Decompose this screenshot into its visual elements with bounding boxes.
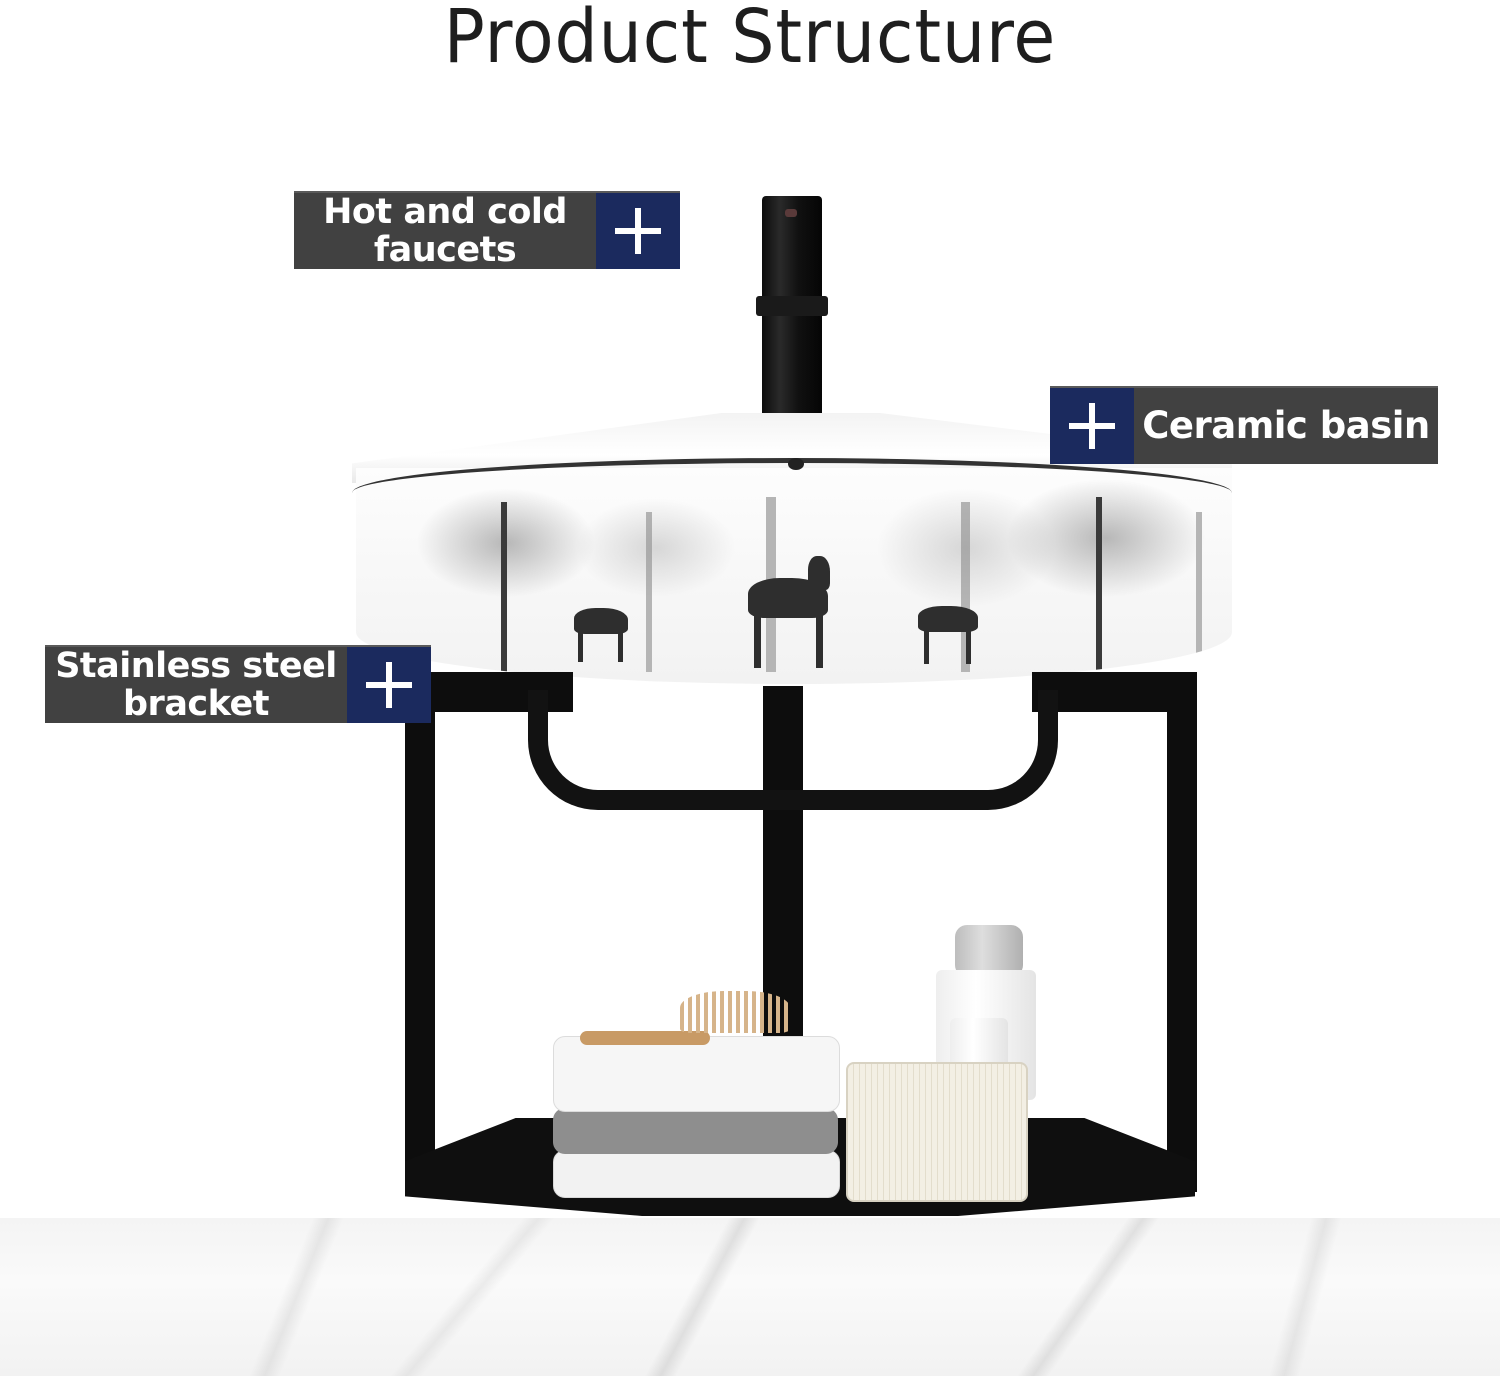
tree-icon: [1096, 497, 1102, 672]
deer-small-right: [918, 606, 978, 632]
callout-label-line1: Hot and cold: [323, 192, 567, 232]
deer-leg: [618, 628, 623, 662]
towel-gray: [553, 1108, 838, 1154]
callout-label: Hot and cold faucets: [294, 193, 596, 269]
towel-white-bottom: [553, 1150, 840, 1198]
tree-icon: [646, 512, 652, 672]
callout-label-line2: faucets: [373, 230, 517, 270]
storage-bin: [846, 1062, 1028, 1202]
tree-branches: [416, 488, 596, 598]
basin-front-pattern: [356, 468, 1232, 684]
deer-leg: [924, 628, 929, 664]
faucet-handle: [756, 296, 828, 316]
marble-floor: [0, 1218, 1500, 1376]
callout-label-line2: bracket: [123, 684, 270, 724]
hairbrush: [580, 991, 795, 1051]
tree-branches: [576, 498, 736, 598]
towel-rail: [528, 690, 1058, 810]
bracket-leg-left: [405, 672, 435, 1192]
deer-leg: [578, 628, 583, 662]
overflow-hole-icon: [788, 458, 804, 470]
tree-icon: [501, 502, 507, 672]
plus-icon[interactable]: [1050, 388, 1134, 464]
deer-leg: [816, 613, 823, 668]
faucet-indicator-icon: [785, 209, 797, 217]
deer-leg: [966, 628, 971, 664]
tree-branches: [876, 488, 1056, 608]
callout-label-line1: Stainless steel: [55, 646, 337, 686]
plus-icon[interactable]: [596, 193, 680, 269]
tree-branches: [1006, 478, 1206, 598]
plus-icon[interactable]: [347, 647, 431, 723]
callout-label: Ceramic basin: [1134, 388, 1438, 464]
bottle-cap: [955, 925, 1023, 977]
deer-stag-head: [808, 556, 830, 590]
deer-leg: [754, 613, 761, 668]
callout-ceramic-basin[interactable]: Ceramic basin: [1050, 386, 1438, 464]
tree-icon: [961, 502, 970, 672]
bracket-leg-right: [1167, 672, 1197, 1192]
callout-label-line1: Ceramic basin: [1142, 404, 1430, 447]
callout-label: Stainless steel bracket: [45, 647, 347, 723]
tree-icon: [1196, 512, 1202, 672]
page-title: Product Structure: [443, 0, 1057, 80]
towel-white-top: [553, 1036, 840, 1112]
callout-stainless-steel-bracket[interactable]: Stainless steel bracket: [45, 645, 431, 723]
callout-hot-cold-faucets[interactable]: Hot and cold faucets: [294, 191, 680, 269]
